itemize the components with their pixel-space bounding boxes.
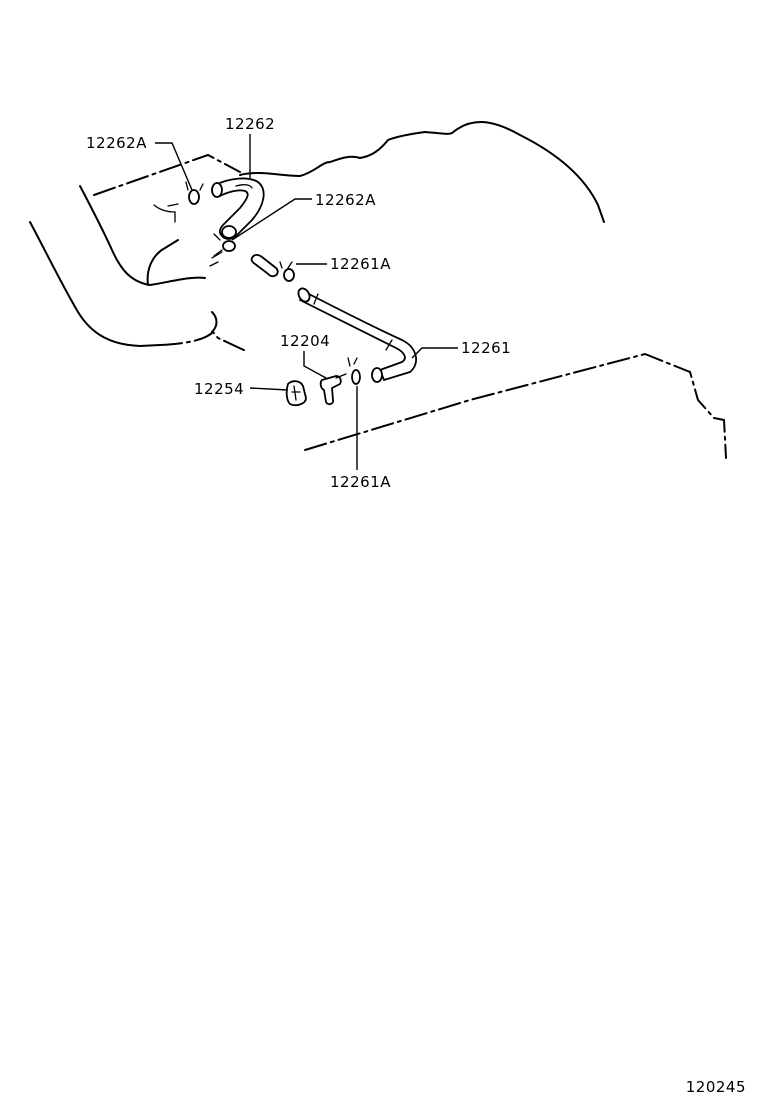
label-grommet-12254: 12254 bbox=[194, 380, 244, 398]
clamp-12262a-left bbox=[185, 181, 204, 205]
diagram-reference-code: 120245 bbox=[685, 1078, 746, 1096]
grommet-12254 bbox=[285, 380, 307, 407]
clamp-12261a-mid bbox=[279, 261, 295, 282]
clamp-12261a-lower bbox=[347, 357, 361, 385]
label-clamp-12261a-lower: 12261A bbox=[330, 473, 391, 491]
label-clamp-12262a-right: 12262A bbox=[315, 191, 376, 209]
upper-hose-12262 bbox=[211, 177, 265, 240]
pcv-valve-12204 bbox=[319, 373, 347, 406]
label-hose-12262: 12262 bbox=[225, 115, 275, 133]
label-clamp-12262a-left: 12262A bbox=[86, 134, 147, 152]
leader-lines bbox=[155, 134, 458, 470]
label-valve-12204: 12204 bbox=[280, 332, 330, 350]
engine-outline bbox=[29, 121, 727, 459]
elbow-fitting bbox=[209, 251, 279, 278]
label-clamp-12261a-mid: 12261A bbox=[330, 255, 391, 273]
main-hose-12261 bbox=[297, 287, 417, 383]
bracket-left bbox=[153, 203, 179, 223]
clamp-12262a-right bbox=[213, 233, 236, 257]
label-hose-12261: 12261 bbox=[461, 339, 511, 357]
